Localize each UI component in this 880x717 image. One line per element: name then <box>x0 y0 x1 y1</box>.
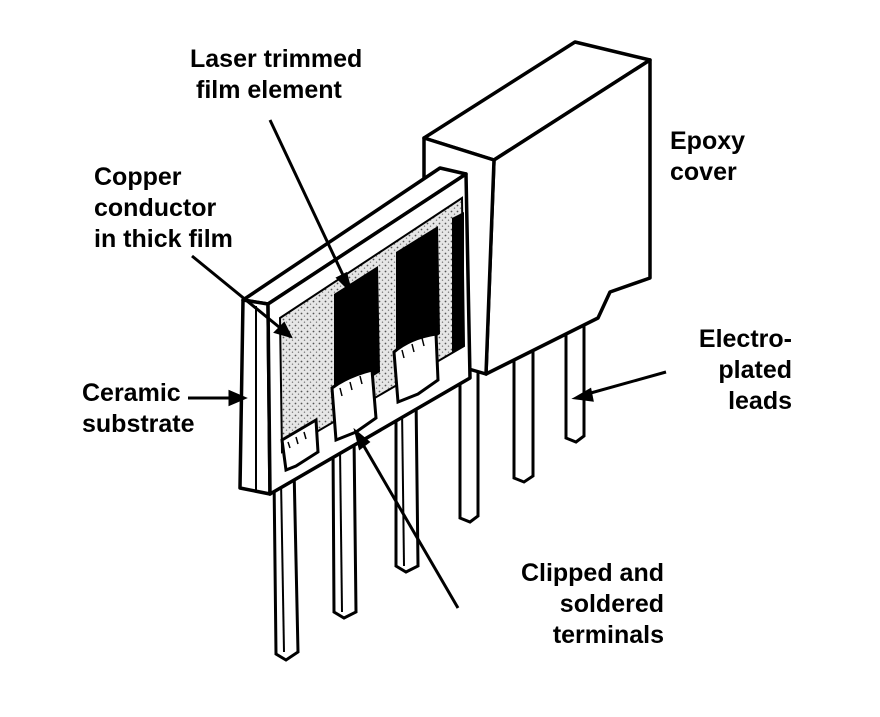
clipped-terminals <box>280 332 440 473</box>
leader-laser <box>268 119 352 291</box>
lead-front-2 <box>331 433 358 620</box>
film-element-3 <box>452 212 464 352</box>
leader-copper <box>191 254 291 338</box>
leader-electro <box>579 370 667 398</box>
clip-1 <box>280 417 320 473</box>
film-element-1 <box>334 266 380 400</box>
clip-3 <box>392 332 440 405</box>
leader-clipped <box>356 435 460 609</box>
lead-front-3 <box>394 393 420 574</box>
clip-2 <box>330 368 378 443</box>
film-elements <box>334 212 464 400</box>
film-element-2 <box>396 226 440 362</box>
leader-lines <box>188 119 667 609</box>
lead-front-1 <box>272 465 300 662</box>
